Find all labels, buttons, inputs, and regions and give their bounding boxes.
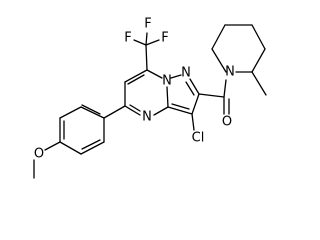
atom-n-bridge: N: [162, 74, 172, 89]
bond-c7-c6-double: [127, 74, 145, 85]
bond-c2-carbonyl: [198, 93, 225, 98]
atom-f-top: F: [144, 17, 151, 32]
bond-aryl-c5-c6: [80, 141, 105, 155]
bond-npyrazole-c2-double: [185, 81, 195, 96]
atom-o-ether: O: [34, 147, 44, 162]
bond-carbonyl-n: [223, 79, 227, 98]
bond-npyrazole-c2: [189, 78, 200, 95]
atom-f-right: F: [161, 31, 168, 46]
bond-n4-c3a: [153, 106, 169, 116]
atom-n-pyrimidine: N: [142, 110, 152, 125]
bond-pip-n-c2: [211, 48, 227, 73]
atom-cl: Cl: [192, 131, 205, 146]
bond-c7-c6: [124, 69, 148, 83]
bond-pip-c4-c5: [251, 24, 266, 50]
bond-c3-c3a-double: [171, 103, 190, 110]
bond-c5-n4-double: [129, 104, 141, 112]
bond-c5-aryl: [103, 105, 126, 119]
bond-c2-c3: [191, 93, 200, 115]
bond-c3a-nbridge: [166, 86, 169, 108]
bond-pip-c6-methyl: [251, 71, 267, 96]
atom-n-piperidine: N: [225, 65, 235, 80]
bond-cf3-to-f-left: [133, 39, 147, 46]
bond-cf3-carbon-to-c7: [145, 44, 148, 71]
molecule-structure: F F F N N N N Cl O O: [33, 17, 267, 179]
bond-pip-c5-c6: [251, 48, 266, 73]
bond-c3-cl: [191, 113, 195, 131]
bond-aryl-c4-c5: [59, 141, 82, 155]
bond-aryl-c2-c3: [59, 106, 82, 119]
bond-c5-n4: [124, 105, 141, 116]
bond-layer: [33, 24, 267, 179]
atom-n-pyrazole: N: [181, 66, 191, 81]
bond-aryl-o: [44, 141, 61, 151]
bond-aryl-c1-c2: [80, 106, 105, 119]
bond-pip-c2-c3: [211, 24, 226, 50]
bond-nbridge-npyrazole: [170, 74, 182, 79]
bond-nbridge-c7: [146, 69, 163, 79]
bond-cf3-to-f-right: [145, 39, 160, 46]
bond-cf3-to-f-top: [145, 32, 148, 46]
atom-label-layer: F F F N N N N Cl O O: [34, 17, 235, 162]
atom-o-carbonyl: O: [222, 115, 232, 130]
atom-f-left: F: [124, 31, 131, 46]
bond-c3-c3a: [167, 106, 193, 115]
bond-aryl-c5-c6-double: [81, 139, 101, 150]
bond-aryl-c1-c2-double: [81, 104, 101, 115]
